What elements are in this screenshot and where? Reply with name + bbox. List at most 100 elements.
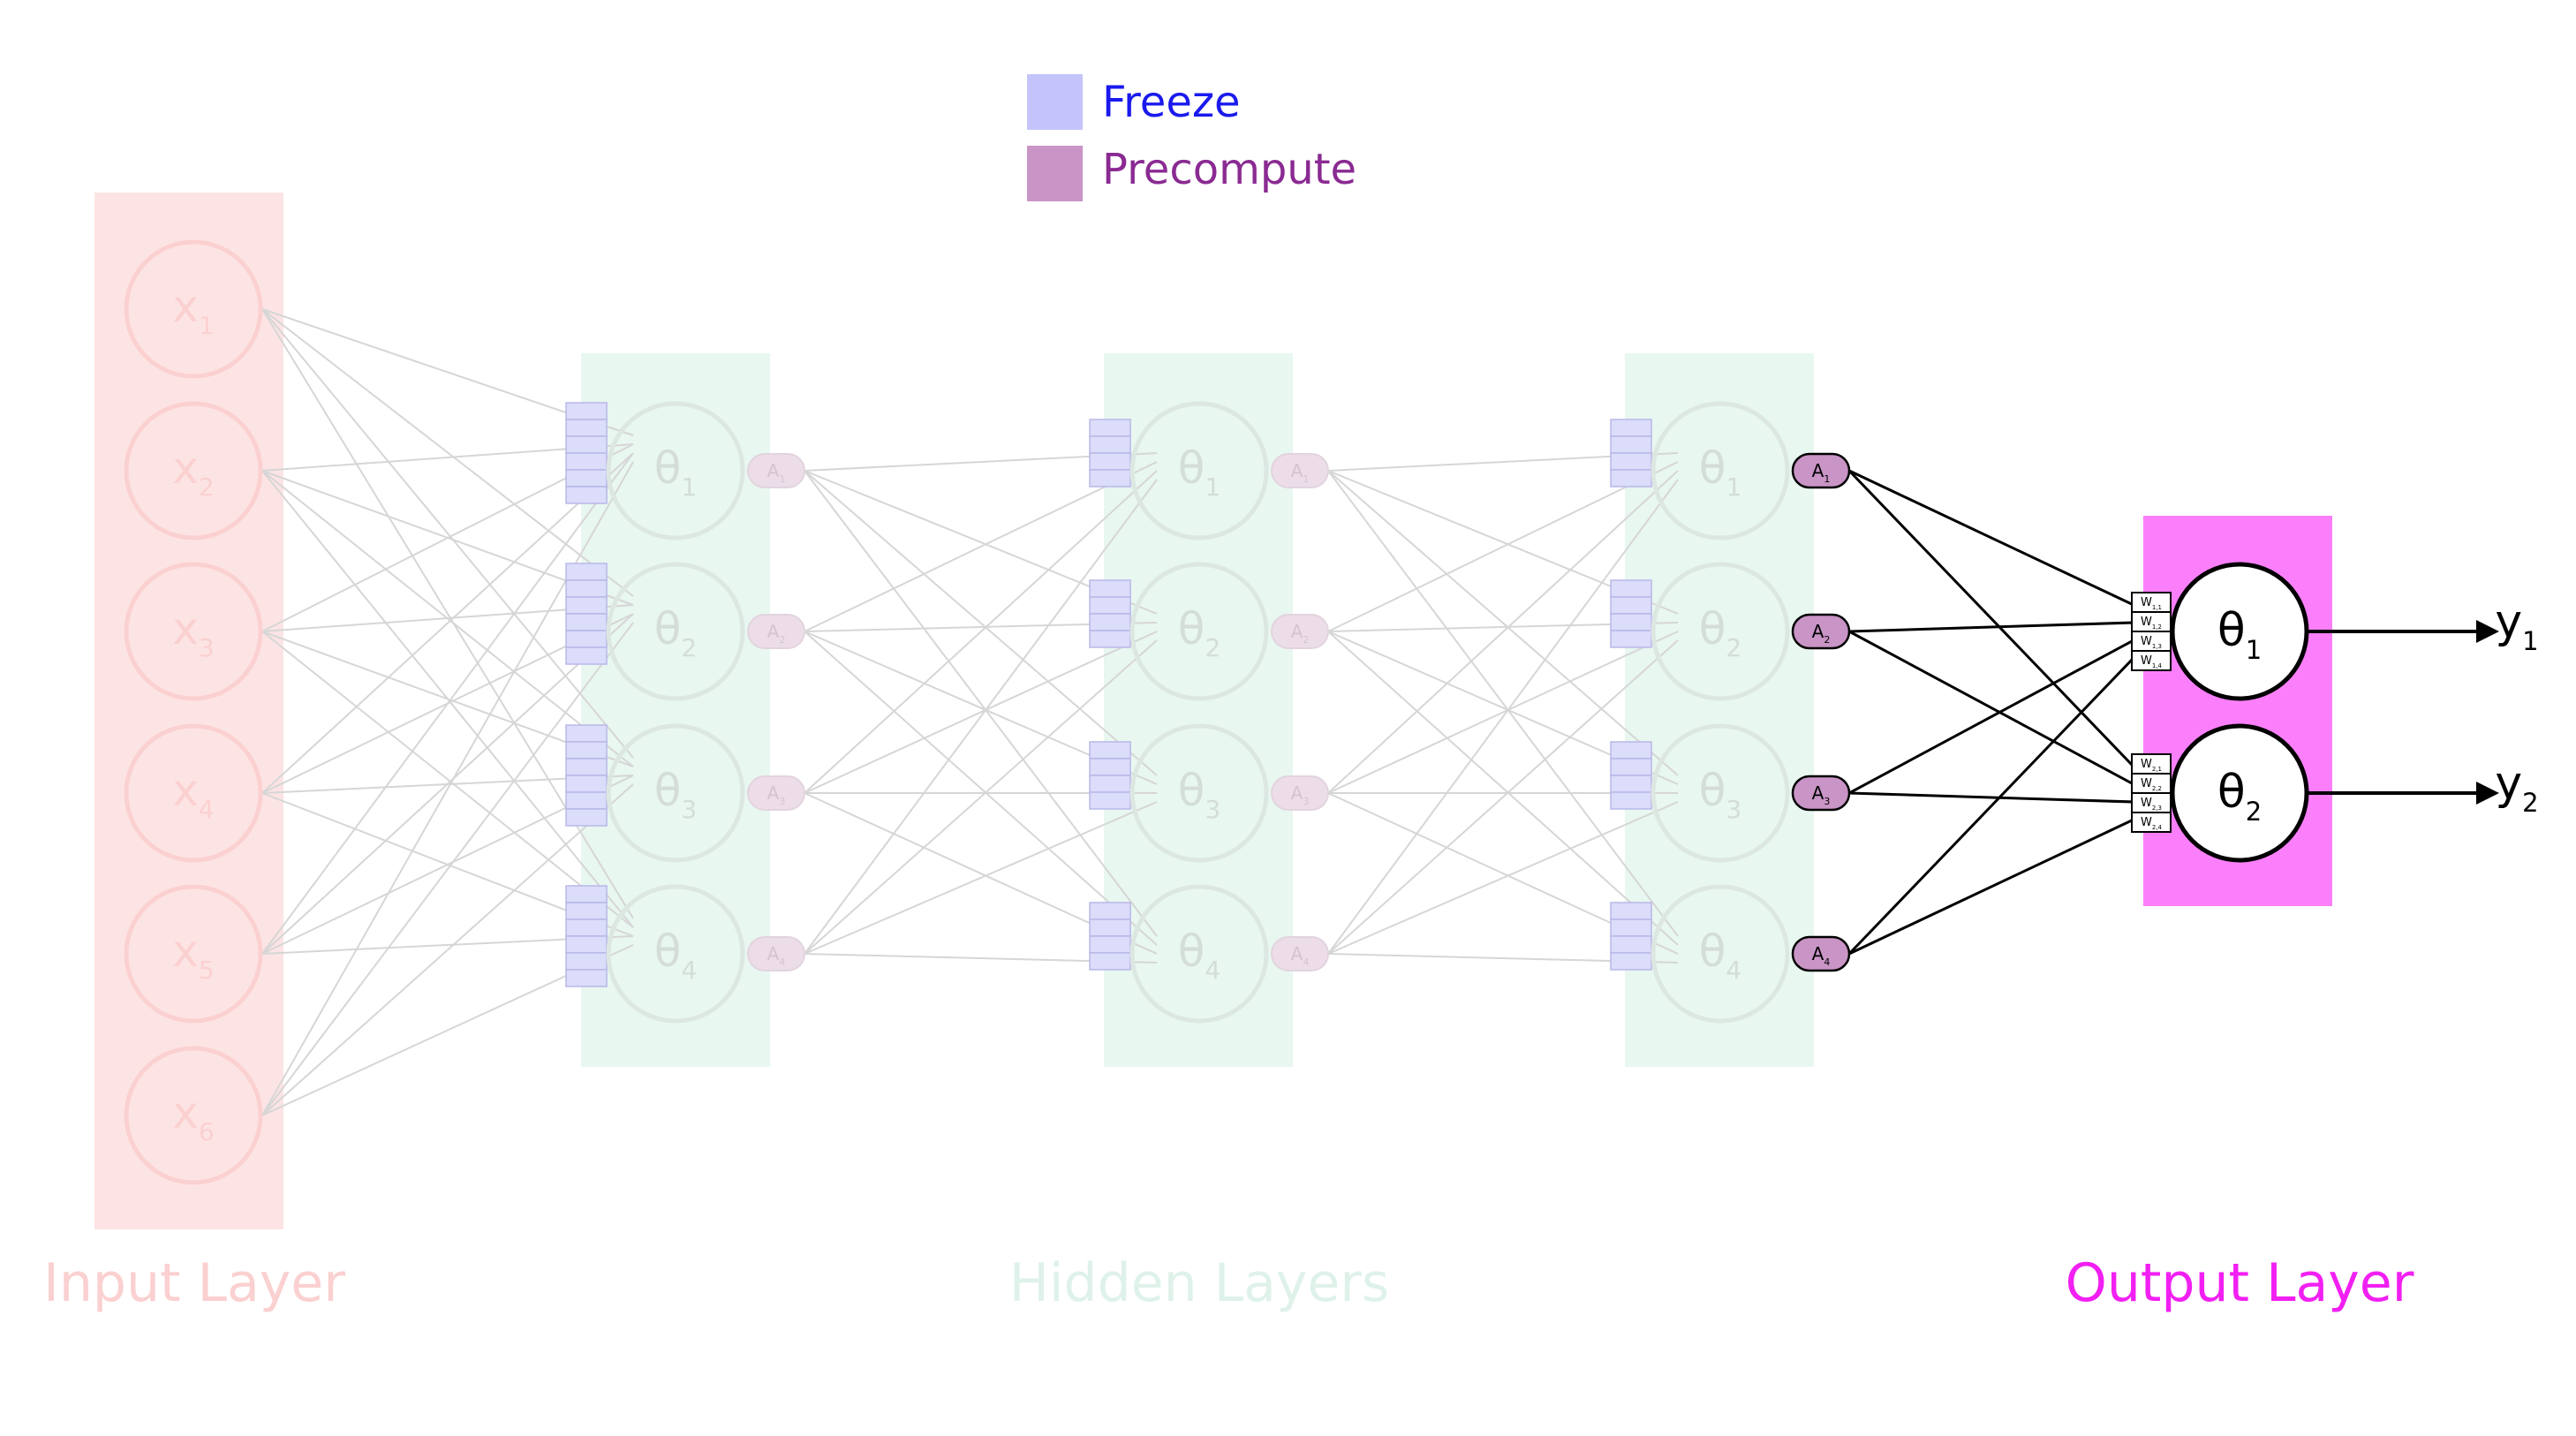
hidden-node: θ2 A2 <box>1089 562 1329 701</box>
connection-line <box>261 783 634 1116</box>
hidden-node: θ3 A3 <box>1610 723 1851 863</box>
connection-line <box>1327 631 1679 946</box>
hidden-node-circle <box>606 401 745 540</box>
connection-line <box>804 801 1158 955</box>
hidden-node-label: θ2 <box>654 603 697 662</box>
activation-pill <box>1791 935 1851 972</box>
weight-box <box>1089 918 1131 937</box>
weight-box <box>1089 791 1131 810</box>
weight-box <box>1089 579 1131 598</box>
output-node-label: θ1 <box>2217 604 2262 665</box>
connection-line <box>804 470 1158 937</box>
input-node-label: x4 <box>172 765 214 824</box>
output-value-label: y2 <box>2495 757 2538 818</box>
connection-line <box>261 622 634 1116</box>
activation-label: A3 <box>1291 782 1310 807</box>
connection-line <box>804 479 1158 955</box>
weight-box <box>1610 918 1652 937</box>
weight-box <box>1610 775 1652 793</box>
hidden-node-label: θ1 <box>1699 442 1741 502</box>
weight-box <box>565 452 608 471</box>
activation-label: A2 <box>1291 621 1310 646</box>
weight-box <box>1610 935 1652 954</box>
weight-box <box>565 918 608 937</box>
weight-box <box>565 630 608 648</box>
output-weight-label: W1,3 <box>2141 635 2162 650</box>
output-connection-line <box>1848 791 2134 804</box>
hidden-node-label: θ1 <box>654 442 697 502</box>
output-weight-box <box>2131 650 2172 671</box>
hidden-node-circle <box>1651 723 1790 863</box>
activation-label: A3 <box>767 782 786 807</box>
weight-box <box>565 469 608 487</box>
connection-line <box>1327 639 1679 955</box>
hidden-node-label: θ4 <box>1699 926 1741 985</box>
weight-box <box>565 741 608 760</box>
output-connection-line <box>1847 469 2135 768</box>
weight-box <box>1610 791 1652 810</box>
weight-box <box>565 969 608 987</box>
hidden-node-label: θ2 <box>1178 603 1220 662</box>
input-node-circle <box>124 723 263 863</box>
output-connections <box>1847 469 2135 956</box>
weight-box <box>565 419 608 437</box>
connection-line <box>804 631 1158 946</box>
hidden-nodes: θ1A1θ2A2θ3A3θ4A4θ1A1θ2A2θ3A3θ4A4θ1A1θ2A2… <box>565 401 1851 1024</box>
hidden-node-circle <box>606 723 745 863</box>
output-connection-line <box>1847 656 2135 956</box>
input-node-circle <box>124 1046 263 1185</box>
connection-line <box>261 308 634 597</box>
input-node: x5 <box>124 884 263 1024</box>
weight-box <box>1089 902 1131 920</box>
activation-pill <box>747 453 805 488</box>
output-weight-label: W2,4 <box>2141 816 2163 831</box>
connection-line <box>261 613 634 955</box>
connection-line <box>261 452 634 794</box>
precompute-swatch <box>1027 146 1083 201</box>
weight-box <box>1610 952 1652 971</box>
input-node-circle <box>124 239 263 379</box>
weight-box <box>1089 935 1131 954</box>
weight-box <box>1089 630 1131 648</box>
weight-box <box>1610 902 1652 920</box>
weight-box <box>1610 469 1652 487</box>
connection-line <box>804 461 1158 632</box>
activation-label: A1 <box>1291 460 1310 485</box>
activation-pill <box>1271 453 1329 488</box>
weight-box <box>1610 758 1652 776</box>
weight-box <box>1610 579 1652 598</box>
weight-box <box>565 596 608 615</box>
output-value-label: y1 <box>2495 595 2538 656</box>
weight-box <box>565 885 608 903</box>
hidden-node-circle <box>1129 401 1269 540</box>
weight-box <box>1610 630 1652 648</box>
output-weight-box <box>2131 812 2172 833</box>
activation-label: A1 <box>767 460 786 485</box>
connection-line <box>1327 479 1679 955</box>
hidden-node-label: θ3 <box>1699 765 1741 824</box>
connection-line <box>1327 470 1679 937</box>
weight-box <box>565 775 608 793</box>
output-layer-label: Output Layer <box>2066 1252 2414 1314</box>
weight-box <box>1610 419 1652 437</box>
weight-box <box>565 902 608 920</box>
activation-label: A1 <box>1812 460 1831 485</box>
output-connection-line <box>1848 469 2134 607</box>
precompute-legend-label: Precompute <box>1102 145 1356 194</box>
activation-pill <box>1271 614 1329 649</box>
activation-label: A3 <box>1812 782 1831 807</box>
hidden-node-circle <box>606 562 745 701</box>
activation-pill <box>1271 936 1329 971</box>
arrowhead-icon <box>2476 782 2499 805</box>
output-weight-label: W2,1 <box>2141 758 2162 773</box>
activation-pill <box>1791 613 1851 650</box>
weight-box <box>565 563 608 581</box>
hidden-node-circle <box>606 884 745 1024</box>
